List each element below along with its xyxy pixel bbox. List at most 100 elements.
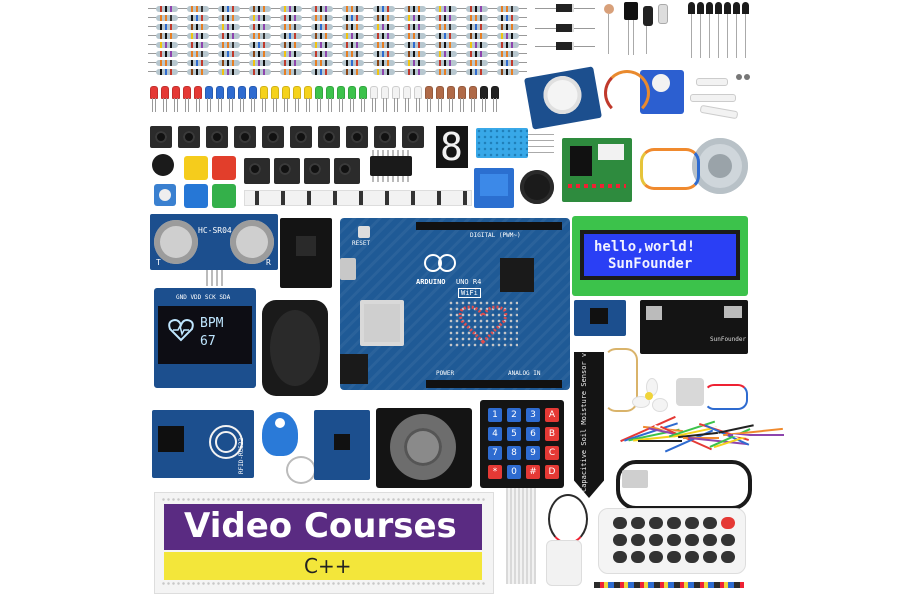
resistor (179, 60, 217, 66)
led (150, 86, 158, 112)
remote-button (613, 534, 627, 546)
shift-register-chip (370, 156, 412, 176)
resistor (179, 51, 217, 57)
resistor (365, 15, 403, 21)
remote-button (649, 517, 663, 529)
resistor (303, 33, 341, 39)
power-module-brand: SunFounder (710, 336, 747, 343)
resistor (303, 60, 341, 66)
keypad-key: 9 (526, 446, 540, 460)
remote-button (703, 534, 717, 546)
resistor (272, 15, 310, 21)
led (348, 86, 356, 112)
led (238, 86, 246, 112)
keypad-key: 3 (526, 408, 540, 422)
ultrasonic-sensor: HC-SR04 T R (150, 214, 278, 270)
resistor (148, 24, 186, 30)
push-button (290, 126, 312, 148)
remote-button (649, 534, 663, 546)
resistor (396, 15, 434, 21)
push-button (346, 126, 368, 148)
lcd-module: hello,world! SunFounder (572, 216, 748, 296)
resistor (148, 60, 186, 66)
resistor (334, 15, 372, 21)
transistor (724, 2, 731, 14)
power-label: POWER (436, 370, 455, 377)
potentiometer (154, 184, 176, 206)
small-module-1 (574, 300, 626, 336)
remote-button (721, 517, 735, 529)
resistor (179, 69, 217, 75)
remote-button (667, 534, 681, 546)
remote-button (721, 551, 735, 563)
keypad-key: 7 (488, 446, 502, 460)
oled-screen: BPM 67 (158, 306, 252, 364)
reset-button (358, 226, 370, 238)
transistor-lead (727, 14, 728, 58)
transistor-row (688, 2, 758, 62)
led (403, 86, 411, 112)
oled-pin-header: GND VDD SCK SDA (176, 294, 231, 301)
resistor (489, 15, 527, 21)
resistor (272, 51, 310, 57)
rfid-key-fob (262, 412, 298, 456)
resistor (210, 24, 248, 30)
pir-sensor (524, 66, 602, 130)
sensor-breakout-board (280, 218, 332, 288)
diode-set (530, 4, 600, 59)
resistor (334, 42, 372, 48)
rfid-antenna-icon (209, 425, 243, 459)
fan-blade (632, 378, 668, 414)
resistor (210, 51, 248, 57)
resistor (241, 51, 279, 57)
push-button-row (150, 126, 430, 150)
cpp-banner: C++ (164, 552, 482, 580)
lcd-line-1: hello,world! (594, 239, 696, 255)
rfid-reader: RFID-RC522 (152, 410, 254, 478)
resistor (303, 42, 341, 48)
remote-button (613, 551, 627, 563)
seven-segment-digit: 8 (440, 125, 463, 169)
arduino-logo (424, 252, 458, 272)
remote-button (631, 517, 645, 529)
resistor (365, 69, 403, 75)
resistor (148, 42, 186, 48)
transistor-lead (709, 14, 710, 58)
keypad-key: 6 (526, 427, 540, 441)
tilt-switch (658, 4, 668, 24)
resistor (458, 24, 496, 30)
transistor (697, 2, 704, 14)
transistor (742, 2, 749, 14)
transistor-lead (718, 14, 719, 58)
stepper-cable (640, 148, 700, 190)
push-button-large (334, 158, 360, 184)
led (359, 86, 367, 112)
push-button (262, 126, 284, 148)
resistor (303, 15, 341, 21)
button-cap-blue (184, 184, 208, 208)
remote-button (613, 517, 627, 529)
remote-button (667, 551, 681, 563)
resistor (179, 24, 217, 30)
wifi-module (360, 300, 404, 346)
led (304, 86, 312, 112)
led (293, 86, 301, 112)
water-pump (546, 540, 582, 586)
push-button (178, 126, 200, 148)
led (260, 86, 268, 112)
resistor (210, 33, 248, 39)
resistor (241, 15, 279, 21)
resistor (365, 42, 403, 48)
resistor (210, 69, 248, 75)
push-button (234, 126, 256, 148)
resistor (210, 60, 248, 66)
resistor (396, 42, 434, 48)
resistor (365, 33, 403, 39)
keypad-key: D (545, 465, 559, 479)
speaker (262, 300, 328, 396)
ultrasonic-model-label: HC-SR04 (198, 226, 232, 235)
led (326, 86, 334, 112)
resistor (334, 69, 372, 75)
ultrasonic-t-label: T (156, 258, 161, 267)
power-jack (340, 354, 368, 384)
